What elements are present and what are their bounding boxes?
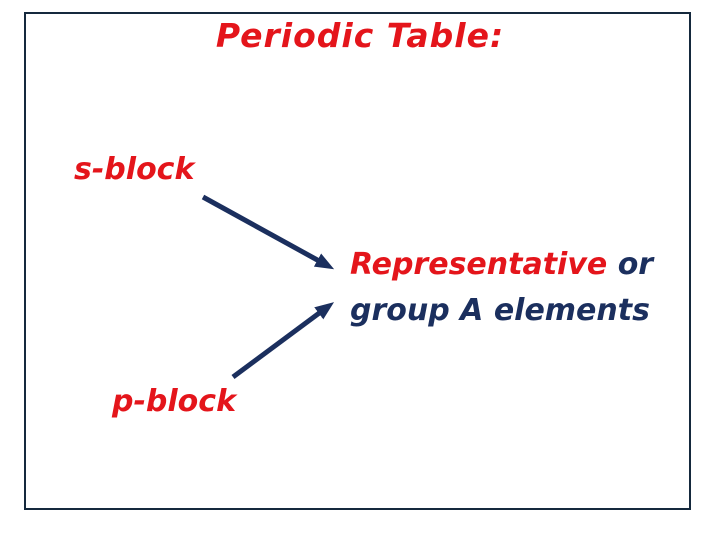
slide-title: Periodic Table:	[215, 16, 505, 55]
representative-text: Representative or group A elements	[350, 242, 653, 334]
representative-line1-red: Representative	[350, 247, 608, 282]
representative-line1: Representative or	[350, 242, 653, 288]
representative-line1-navy: or	[607, 247, 654, 282]
representative-line2: group A elements	[350, 293, 650, 328]
p-block-label: p-block	[112, 384, 237, 419]
s-block-label: s-block	[74, 152, 195, 187]
slide-border	[24, 12, 691, 510]
